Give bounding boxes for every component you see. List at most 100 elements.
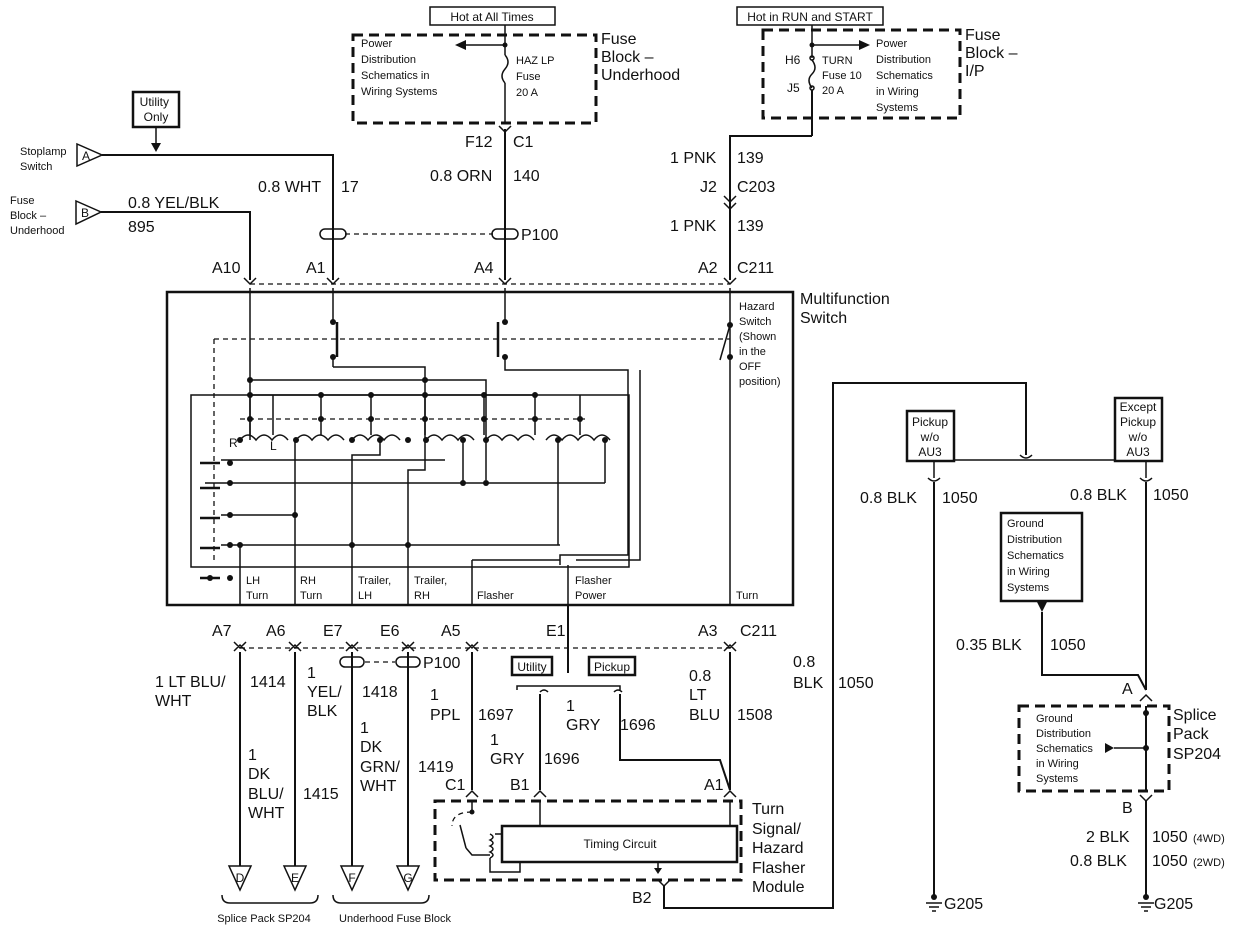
orn-wire-num: 140 bbox=[513, 168, 540, 185]
pnk-wire-label-2: 1 PNK bbox=[670, 218, 717, 235]
a10-label: A10 bbox=[212, 260, 241, 277]
wht-wire-label: 0.8 WHT bbox=[258, 179, 321, 196]
j5-label: J5 bbox=[787, 81, 800, 95]
splice-a-label: A bbox=[1122, 681, 1133, 698]
ltbluwht-wire-num: 1414 bbox=[250, 674, 286, 691]
except-pickup-box bbox=[1113, 396, 1164, 463]
utility-only-label: Utility Only bbox=[140, 95, 173, 124]
blk08-wire-label: 0.8 BLK bbox=[1070, 853, 1127, 870]
blk-left-wire-label: 0.8 BLK bbox=[860, 490, 917, 507]
arrow-right-icon-2 bbox=[1105, 743, 1114, 753]
module-a1-label: A1 bbox=[704, 777, 724, 794]
underhood-fuse-block-bottom-label: Underhood Fuse Block bbox=[339, 913, 451, 925]
flag-b-label: B bbox=[81, 206, 89, 220]
e1-label: E1 bbox=[546, 623, 566, 640]
switch-l-label: L bbox=[270, 439, 277, 453]
flag-a-label: A bbox=[82, 149, 90, 163]
orn-wire-label: 0.8 ORN bbox=[430, 168, 492, 185]
ltbluwht-wire-label: 1 LT BLU/WHT bbox=[155, 674, 226, 710]
f12-label: F12 bbox=[465, 134, 493, 151]
e7-label: E7 bbox=[323, 623, 343, 640]
hot-at-all-times-label: Hot at All Times bbox=[450, 10, 533, 24]
pnk-wire-num-2: 139 bbox=[737, 218, 764, 235]
a2-label: A2 bbox=[698, 260, 718, 277]
blk035-wire-num: 1050 bbox=[1050, 637, 1086, 654]
splice-a-connector-icon bbox=[1139, 693, 1153, 702]
blk-right-wire-num: 1050 bbox=[1153, 487, 1189, 504]
a5-label: A5 bbox=[441, 623, 461, 640]
output-flag-f-icon bbox=[339, 865, 365, 892]
c1-top-label: C1 bbox=[513, 134, 534, 151]
trailer-rh-label: Trailer,RH bbox=[414, 575, 447, 602]
flag-e-label: E bbox=[291, 871, 299, 885]
flasher-module-outline bbox=[433, 799, 743, 882]
switch-r-label: R bbox=[229, 436, 238, 450]
hazard-switch-label: Hazard Switch (Shown in the OFF position… bbox=[739, 301, 781, 388]
h6-label: H6 bbox=[785, 53, 801, 67]
turn-label: Turn bbox=[736, 590, 758, 602]
c203-connector-icon bbox=[723, 195, 737, 211]
a4-label: A4 bbox=[474, 260, 494, 277]
p100-bottom-connector-1 bbox=[339, 656, 365, 668]
c211-bottom-connector-icons bbox=[233, 641, 737, 652]
pnk-wire-label-1: 1 PNK bbox=[670, 150, 717, 167]
pickup-wo-au3-box bbox=[905, 409, 956, 463]
ground-icon-right bbox=[1138, 894, 1154, 912]
p100-bottom-label: P100 bbox=[423, 655, 460, 672]
input-flag-a-icon bbox=[76, 142, 104, 168]
arrow-down-icon-2 bbox=[1037, 602, 1047, 612]
g205-right-label: G205 bbox=[1154, 896, 1193, 913]
g205-left-label: G205 bbox=[944, 896, 983, 913]
flag-d-label: D bbox=[236, 871, 245, 885]
switch-contact-dots bbox=[207, 319, 733, 581]
fuse-block-underhood-title: Fuse Block – Underhood bbox=[601, 31, 680, 84]
j2-label: J2 bbox=[700, 179, 717, 196]
ppl-wire-num: 1697 bbox=[478, 707, 514, 724]
ground-distribution-inner-label: Ground Distribution Schematics in Wiring… bbox=[1036, 713, 1096, 785]
blk-right-wire-label: 0.8 BLK bbox=[1070, 487, 1127, 504]
fuse-block-ip-outline bbox=[761, 28, 962, 120]
pickup-option-box bbox=[587, 655, 637, 677]
a3-label: A3 bbox=[698, 623, 718, 640]
module-top-connector-icons bbox=[465, 789, 737, 798]
module-b1-label: B1 bbox=[510, 777, 530, 794]
fuse-block-uh-input-label: Fuse Block – Underhood bbox=[10, 195, 64, 237]
switch-internal-wiring bbox=[190, 288, 731, 605]
flag-g-label: G bbox=[403, 871, 412, 885]
flag-f-label: F bbox=[348, 871, 355, 885]
multifunction-switch-title: Multifunction Switch bbox=[800, 291, 894, 327]
gry-wire-num-2: 1696 bbox=[620, 717, 656, 734]
pnk-wire-num-1: 139 bbox=[737, 150, 764, 167]
timing-circuit-box bbox=[500, 824, 739, 864]
yelblk-bottom-wire-num: 1418 bbox=[362, 684, 398, 701]
c211-top-label: C211 bbox=[737, 260, 774, 277]
ground-icon-left bbox=[926, 894, 942, 912]
flasher-label: Flasher bbox=[477, 590, 514, 602]
dkbluwht-wire-num: 1415 bbox=[303, 786, 339, 803]
hot-at-all-times-box: Hot at All Times bbox=[429, 6, 556, 26]
p100-top-label: P100 bbox=[521, 227, 558, 244]
output-flag-e-icon bbox=[282, 865, 308, 892]
flasher-module-title: Turn Signal/ Hazard Flasher Module bbox=[752, 801, 810, 896]
arrow-down-icon bbox=[151, 143, 161, 152]
hot-run-start-box: Hot in RUN and START bbox=[736, 6, 884, 26]
dkgrnwht-wire-num: 1419 bbox=[418, 759, 454, 776]
haz-lp-fuse-label: HAZ LP Fuse 20 A bbox=[516, 55, 557, 99]
a1-top-label: A1 bbox=[306, 260, 326, 277]
blk-left-wire-num: 1050 bbox=[942, 490, 978, 507]
wht-wire-num: 17 bbox=[341, 179, 359, 196]
trailer-lh-label: Trailer,LH bbox=[358, 575, 391, 602]
yelblk-wire-num: 895 bbox=[128, 219, 155, 236]
arrow-right-icon bbox=[859, 40, 870, 50]
turn-fuse-icon bbox=[808, 59, 816, 89]
